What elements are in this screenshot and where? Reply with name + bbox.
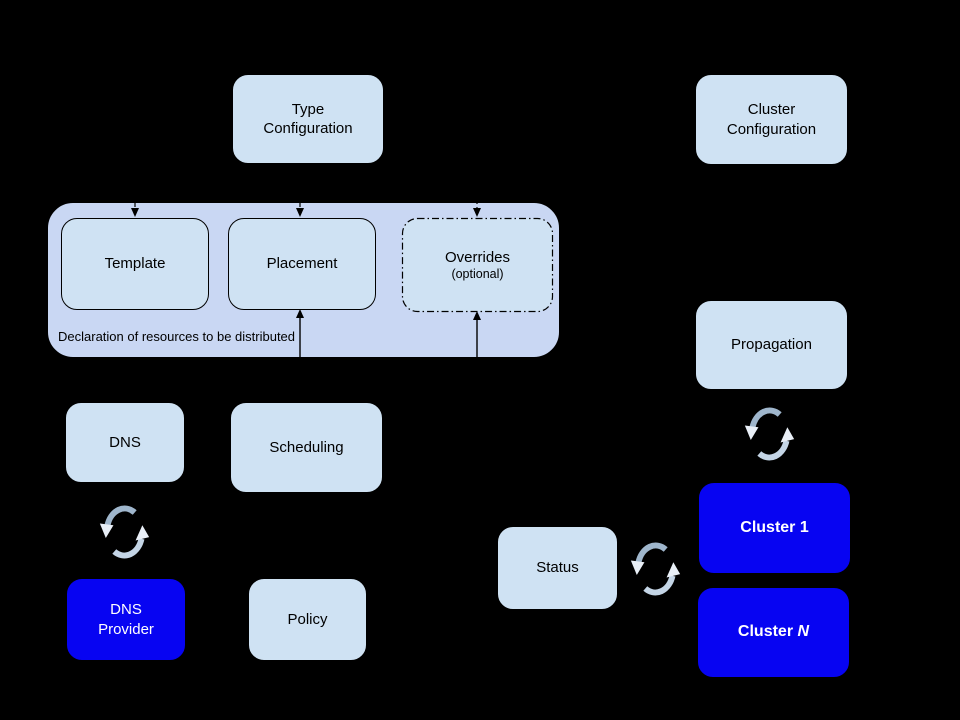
node-template: Template [61,218,209,310]
node-dns: DNS [65,402,185,483]
node-policy: Policy [248,578,367,661]
node-overrides-label: Overrides [444,248,511,266]
node-dns-provider-label: DNS Provider [98,601,154,638]
node-template-label: Template [104,255,166,273]
node-overrides-sublabel: (optional) [451,267,504,282]
node-cluster-n-suffix: N [797,623,810,641]
node-cluster-configuration-label: Cluster Configuration [726,101,817,138]
node-cluster-1: Cluster 1 [698,482,851,574]
node-cluster-n: Cluster N [697,587,850,678]
node-overrides: Overrides (optional) [402,218,553,312]
node-policy-label: Policy [287,610,328,628]
sync-icon-status [631,545,680,592]
node-cluster-n-prefix: Cluster [737,623,798,641]
node-status-label: Status [536,559,579,577]
sync-icon-dns [100,508,149,555]
node-cluster-1-label: Cluster 1 [740,518,809,536]
node-cluster-configuration: Cluster Configuration [695,74,848,165]
container-caption: Declaration of resources to be distribut… [58,329,296,344]
node-placement: Placement [228,218,376,310]
node-scheduling: Scheduling [230,402,383,493]
node-scheduling-label: Scheduling [269,438,344,456]
sync-icon-propagation [745,410,794,457]
node-status: Status [497,526,618,610]
node-propagation: Propagation [695,300,848,390]
node-propagation-label: Propagation [731,336,812,354]
node-type-configuration: Type Configuration [232,74,384,164]
node-dns-provider: DNS Provider [66,578,186,661]
node-placement-label: Placement [266,255,338,273]
node-type-configuration-label: Type Configuration [263,100,353,138]
node-dns-label: DNS [109,433,141,451]
